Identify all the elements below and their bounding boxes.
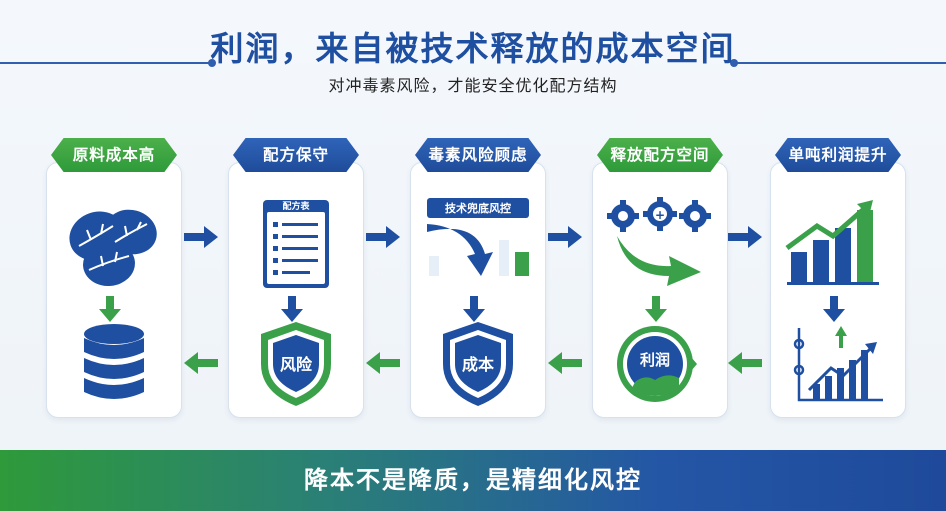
step-label-2: 配方保守 bbox=[233, 138, 359, 172]
downward-trend-icon: 技术兜底风控 bbox=[427, 198, 529, 276]
footer-banner: 降本不是降质，是精细化风控 bbox=[0, 450, 946, 511]
arrow-down-icon bbox=[823, 296, 845, 322]
title-rule-dot-right bbox=[730, 59, 738, 67]
arrow-left-icon bbox=[366, 352, 400, 374]
shield-icon: 成本 bbox=[443, 322, 513, 406]
arrow-right-icon bbox=[366, 226, 400, 248]
arrow-right-icon bbox=[728, 226, 762, 248]
title-rule-right bbox=[734, 62, 946, 64]
svg-text:+: + bbox=[655, 208, 665, 222]
arrow-left-icon bbox=[548, 352, 582, 374]
arrow-right-icon bbox=[184, 226, 218, 248]
step-label-3: 毒素风险顾虑 bbox=[415, 138, 541, 172]
svg-text:成本: 成本 bbox=[462, 355, 494, 374]
page-subtitle: 对冲毒素风险，才能安全优化配方结构 bbox=[328, 76, 618, 95]
arrow-left-icon bbox=[184, 352, 218, 374]
svg-text:技术兜底风控: 技术兜底风控 bbox=[445, 201, 511, 215]
title-rule-dot-left bbox=[208, 59, 216, 67]
soybean-leaf-icon bbox=[69, 209, 157, 287]
arrow-down-icon bbox=[463, 296, 485, 322]
shield-icon: 风险 bbox=[261, 322, 331, 406]
arrow-right-icon bbox=[548, 226, 582, 248]
title-area: 利润，来自被技术释放的成本空间 bbox=[0, 14, 946, 68]
svg-text:配方表: 配方表 bbox=[282, 200, 310, 212]
svg-text:风险: 风险 bbox=[280, 355, 313, 374]
arrow-left-icon bbox=[728, 352, 762, 374]
profit-circle-icon: 利润 bbox=[617, 326, 697, 402]
footer-text: 降本不是降质，是精细化风控 bbox=[304, 466, 642, 494]
gears-icon: + bbox=[607, 197, 711, 286]
formula-sheet-icon: 配方表 bbox=[263, 200, 329, 288]
arrow-down-icon bbox=[645, 296, 667, 322]
page-title: 利润，来自被技术释放的成本空间 bbox=[210, 29, 736, 68]
arrow-down-icon bbox=[99, 296, 121, 322]
step-label-1: 原料成本高 bbox=[51, 138, 177, 172]
analytics-chart-icon bbox=[793, 326, 883, 402]
step-label-4: 释放配方空间 bbox=[597, 138, 723, 172]
bar-chart-growth-icon bbox=[785, 200, 879, 285]
title-rule-left bbox=[0, 62, 212, 64]
step-label-5: 单吨利润提升 bbox=[775, 138, 901, 172]
database-stack-icon bbox=[84, 324, 144, 399]
svg-text:利润: 利润 bbox=[640, 351, 670, 369]
arrow-down-icon bbox=[281, 296, 303, 322]
